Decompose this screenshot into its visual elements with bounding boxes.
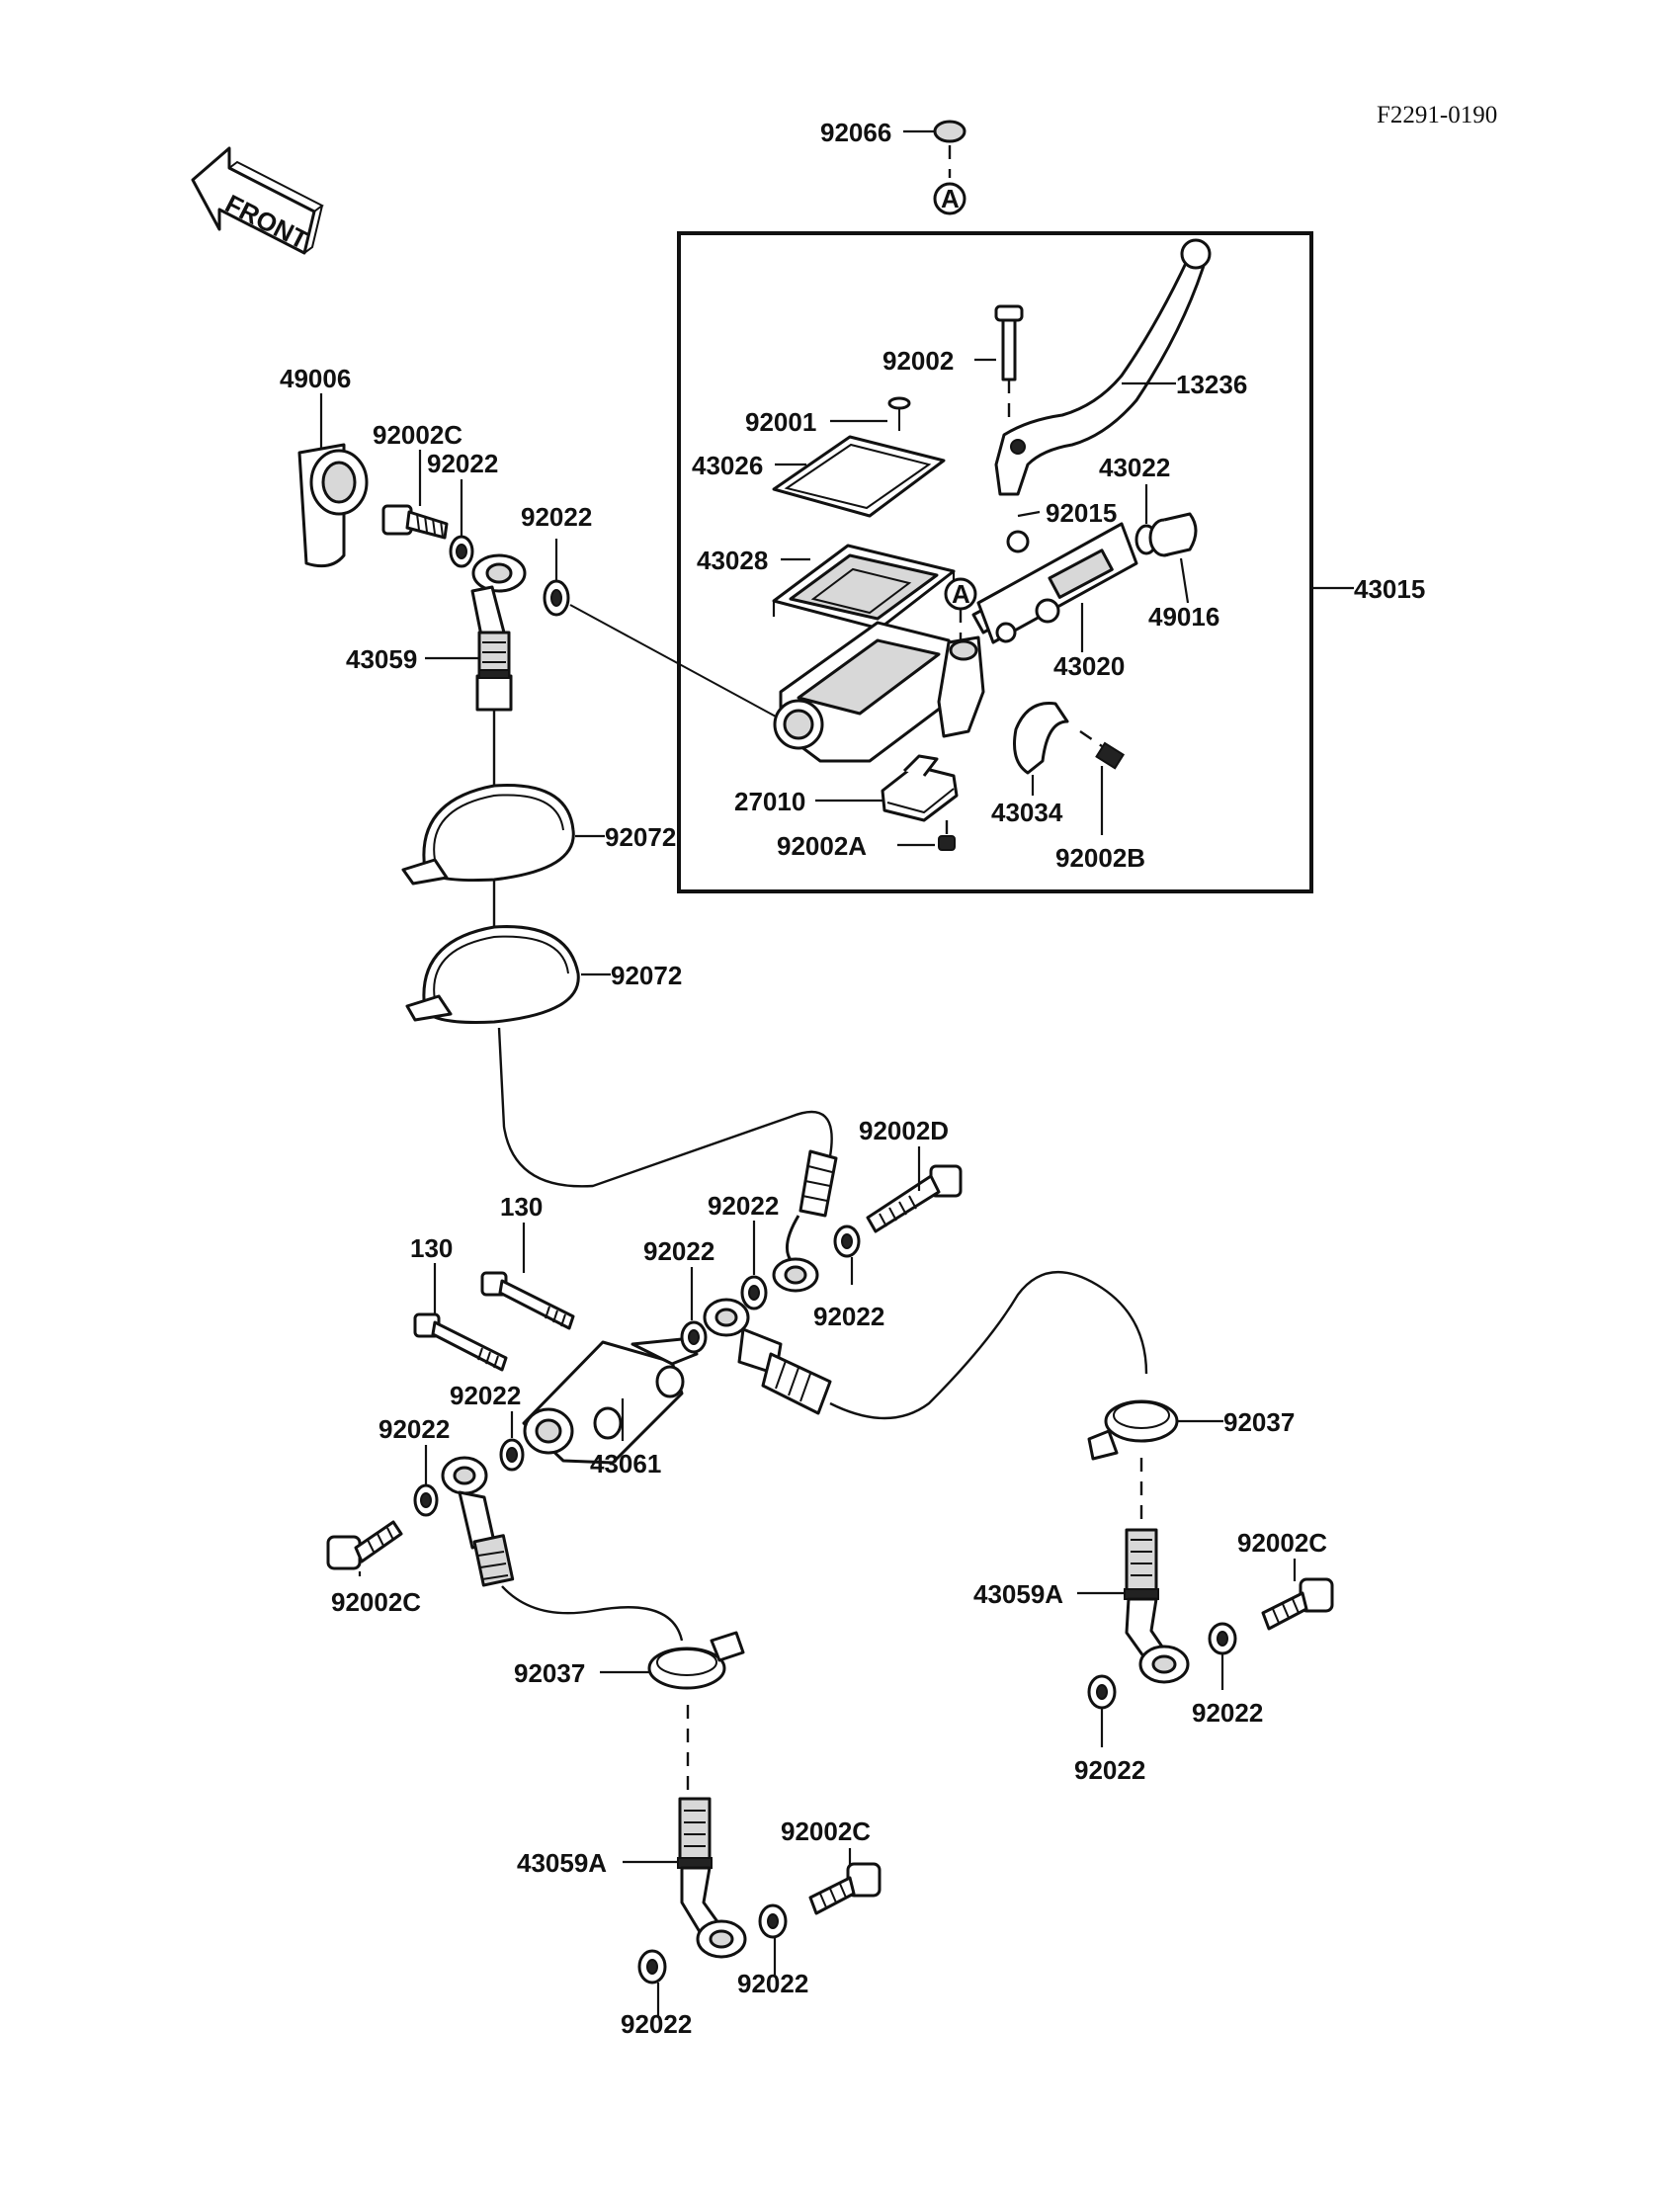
assembly-box-43015 [677, 231, 1313, 893]
ref-marker-a-body: A [944, 577, 977, 640]
part-27010-switch [881, 754, 959, 822]
part-master-cylinder-body [773, 621, 985, 763]
part-43061-joint [522, 1337, 699, 1465]
part-43026-reservoir-cap [772, 435, 946, 518]
label-92022-r1: 92022 [1192, 1698, 1263, 1728]
label-43059A-right: 43059A [973, 1579, 1063, 1609]
part-92002-pivot-bolt [994, 304, 1024, 420]
label-92066: 92066 [820, 118, 891, 147]
part-13236-lever [994, 238, 1212, 496]
part-92002D-bolt [866, 1164, 963, 1233]
part-92022-washer-m4 [499, 1438, 525, 1472]
label-92002A: 92002A [777, 831, 867, 861]
part-92022-washer-r1 [1208, 1622, 1237, 1655]
label-43061: 43061 [590, 1449, 661, 1479]
part-92022-washer-top2 [543, 579, 570, 617]
label-92022-b2: 92022 [621, 2009, 692, 2039]
ref-marker-a-body-text: A [952, 579, 970, 609]
part-92022-washer-m5 [413, 1483, 439, 1517]
part-hose-fitting-mid [772, 1149, 838, 1293]
part-92066-cap [903, 120, 966, 178]
part-92037-clamp-left [647, 1631, 745, 1690]
part-92002A-screw [938, 820, 956, 851]
part-43059-hose-fitting [470, 553, 527, 712]
part-92037-clamp-right [1087, 1399, 1179, 1461]
part-92022-washer-m3 [680, 1320, 708, 1354]
part-49006-cap [297, 443, 369, 568]
part-92002C-bolt-top [381, 504, 449, 540]
part-92001-screw [887, 396, 911, 431]
label-92002B: 92002B [1055, 843, 1145, 873]
part-92002B-bolt [1079, 730, 1126, 770]
label-92022-b1: 92022 [737, 1969, 808, 1998]
part-92015-nut [1006, 530, 1030, 553]
front-arrow: FRONT [191, 146, 324, 255]
label-92015: 92015 [1046, 498, 1117, 528]
label-43059: 43059 [346, 644, 417, 674]
label-49006: 49006 [280, 364, 351, 393]
part-hose-fitting-left [441, 1456, 515, 1587]
label-92022-top2: 92022 [521, 502, 592, 532]
part-43028-diaphragm [772, 544, 956, 644]
part-92022-washer-top1 [449, 535, 474, 568]
label-27010: 27010 [734, 787, 805, 816]
part-43059A-right [1124, 1528, 1190, 1684]
hose-left [501, 1585, 684, 1642]
part-92072-clamp-2 [405, 925, 580, 1024]
label-43034: 43034 [991, 798, 1063, 827]
label-43028: 43028 [697, 546, 768, 575]
hose-right [829, 1271, 1148, 1420]
part-92022-washer-r2 [1087, 1674, 1117, 1710]
label-130-a: 130 [500, 1192, 543, 1222]
figure-code: F2291-0190 [1377, 102, 1497, 128]
label-43022: 43022 [1099, 453, 1170, 482]
part-hose-fitting-43059-mid [703, 1298, 832, 1415]
label-92022-m1: 92022 [708, 1191, 779, 1221]
label-92002D: 92002D [859, 1116, 949, 1145]
part-92022-washer-m2 [833, 1225, 861, 1258]
label-92022-m2: 92022 [813, 1302, 884, 1331]
label-92002C-right: 92002C [1237, 1528, 1327, 1558]
label-43020: 43020 [1053, 651, 1125, 681]
part-92022-washer-b2 [637, 1949, 667, 1985]
label-92022-top1: 92022 [427, 449, 498, 478]
part-92022-washer-m1 [740, 1275, 768, 1310]
label-92001: 92001 [745, 407, 816, 437]
label-92022-m4: 92022 [450, 1381, 521, 1410]
label-13236: 13236 [1176, 370, 1247, 399]
part-92002C-bolt-left [326, 1520, 403, 1570]
part-92002C-bolt-bottom [808, 1862, 882, 1915]
label-92022-m5: 92022 [378, 1414, 450, 1444]
label-92022-r2: 92022 [1074, 1755, 1145, 1785]
part-130-bolt-b [413, 1312, 508, 1372]
part-92002C-bolt-right [1261, 1577, 1334, 1631]
label-92002C-left: 92002C [331, 1587, 421, 1617]
part-43020-piston-kit [971, 522, 1138, 644]
label-92002: 92002 [882, 346, 954, 376]
label-130-b: 130 [410, 1233, 453, 1263]
part-43034-clamp [1013, 702, 1069, 775]
leader-washer-to-body [569, 604, 777, 718]
part-92022-washer-b1 [758, 1903, 788, 1939]
label-92072-a: 92072 [605, 822, 676, 852]
label-92072-b: 92072 [611, 961, 682, 990]
part-49016-boot [1148, 512, 1198, 557]
label-43026: 43026 [692, 451, 763, 480]
hose-main [497, 1027, 833, 1188]
label-49016: 49016 [1148, 602, 1219, 632]
part-130-bolt-a [480, 1271, 575, 1330]
label-92037-right: 92037 [1223, 1407, 1295, 1437]
label-92037-left: 92037 [514, 1658, 585, 1688]
ref-marker-a-top: A [933, 182, 966, 215]
ref-marker-a-top-text: A [941, 184, 960, 213]
part-43059A-bottom [677, 1797, 747, 1959]
label-92002C-bottom: 92002C [781, 1817, 871, 1846]
label-92022-m3: 92022 [643, 1236, 714, 1266]
label-43059A-bottom: 43059A [517, 1848, 607, 1878]
label-43015: 43015 [1354, 574, 1425, 604]
part-92072-clamp-1 [401, 784, 575, 886]
label-92002C-top: 92002C [373, 420, 462, 450]
